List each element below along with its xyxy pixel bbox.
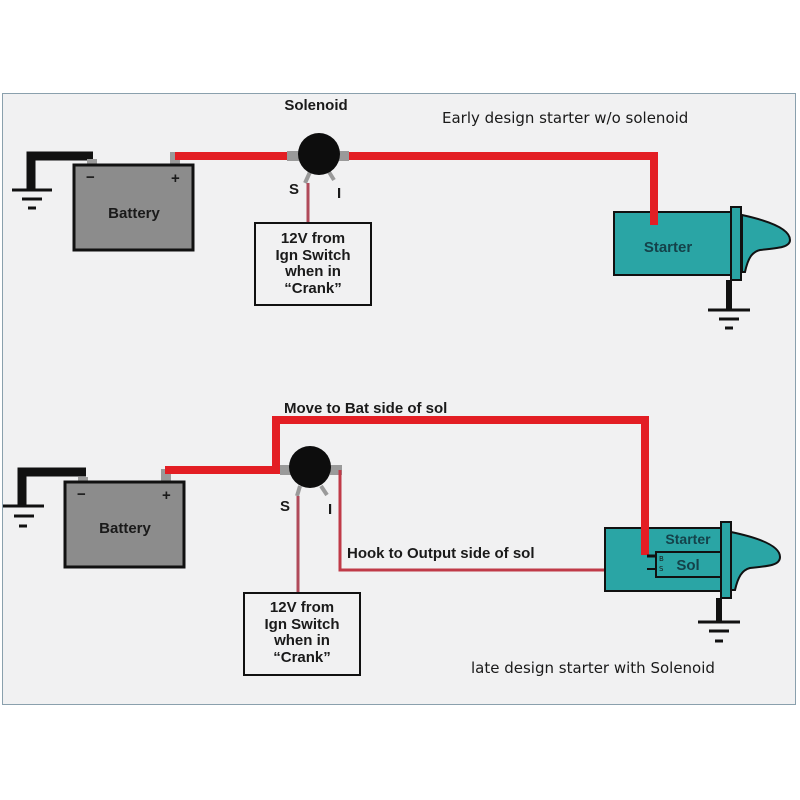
starter-s-terminal-label: S: [659, 565, 664, 573]
starter-b-terminal-label: B: [659, 555, 664, 563]
battery: − + Battery: [72, 152, 195, 252]
battery-positive-label: +: [171, 170, 180, 187]
starter-ground-icon: [708, 280, 750, 330]
battery-negative-terminal: [87, 159, 97, 167]
battery-ground-icon: [12, 151, 93, 210]
bottom-caption: late design starter with Solenoid: [471, 659, 715, 677]
top-diagram: − + Battery Solenoid S I 12V from Ign Sw…: [12, 97, 792, 330]
solenoid-output-to-starter-wire: [338, 470, 655, 572]
solenoid: [287, 133, 349, 184]
wire-label-output-side: Hook to Output side of sol: [347, 545, 535, 562]
ign-box-line: when in: [273, 632, 330, 649]
starter-label: Starter: [665, 531, 711, 547]
starter: Starter: [613, 200, 792, 281]
bottom-diagram: − + Battery S I 12V from Ign Switch when…: [3, 400, 782, 677]
battery-negative-label: −: [77, 486, 86, 503]
ign-box-line: Ign Switch: [265, 616, 340, 633]
top-caption: Early design starter w/o solenoid: [442, 109, 688, 127]
ign-box-line: Ign Switch: [276, 247, 351, 264]
battery-positive-terminal: [161, 469, 171, 482]
ignition-switch-box: 12V from Ign Switch when in “Crank”: [243, 592, 361, 676]
ign-box-line: when in: [284, 263, 341, 280]
battery: − + Battery: [63, 469, 186, 569]
battery-negative-label: −: [86, 169, 95, 186]
solenoid: [280, 446, 342, 497]
starter-ground-icon: [698, 598, 740, 643]
ign-box-line: 12V from: [270, 599, 334, 616]
solenoid-i-terminal-label: I: [337, 185, 341, 202]
battery-ground-icon: [3, 467, 86, 528]
ign-box-line: “Crank”: [273, 649, 331, 666]
starter-solenoid-body: [655, 551, 723, 578]
solenoid-i-terminal-label: I: [328, 501, 332, 518]
wire-label-bat-side: Move to Bat side of sol: [284, 400, 447, 417]
starter-with-solenoid: Starter Sol B S: [604, 520, 782, 599]
solenoid-label: Solenoid: [284, 97, 347, 114]
starter-sol-label: Sol: [676, 557, 699, 574]
solenoid-s-terminal-label: S: [280, 498, 290, 515]
battery-label: Battery: [108, 205, 160, 222]
solenoid-to-starter-wire: [348, 152, 658, 222]
ign-box-line: “Crank”: [284, 280, 342, 297]
starter-label: Starter: [644, 239, 693, 256]
solenoid-s-terminal-label: S: [289, 181, 299, 198]
ignition-switch-box: 12V from Ign Switch when in “Crank”: [254, 222, 372, 306]
battery-label: Battery: [99, 520, 151, 537]
ign-box-line: 12V from: [281, 230, 345, 247]
battery-to-starter-bat-wire: [165, 416, 649, 555]
battery-positive-label: +: [162, 487, 171, 504]
